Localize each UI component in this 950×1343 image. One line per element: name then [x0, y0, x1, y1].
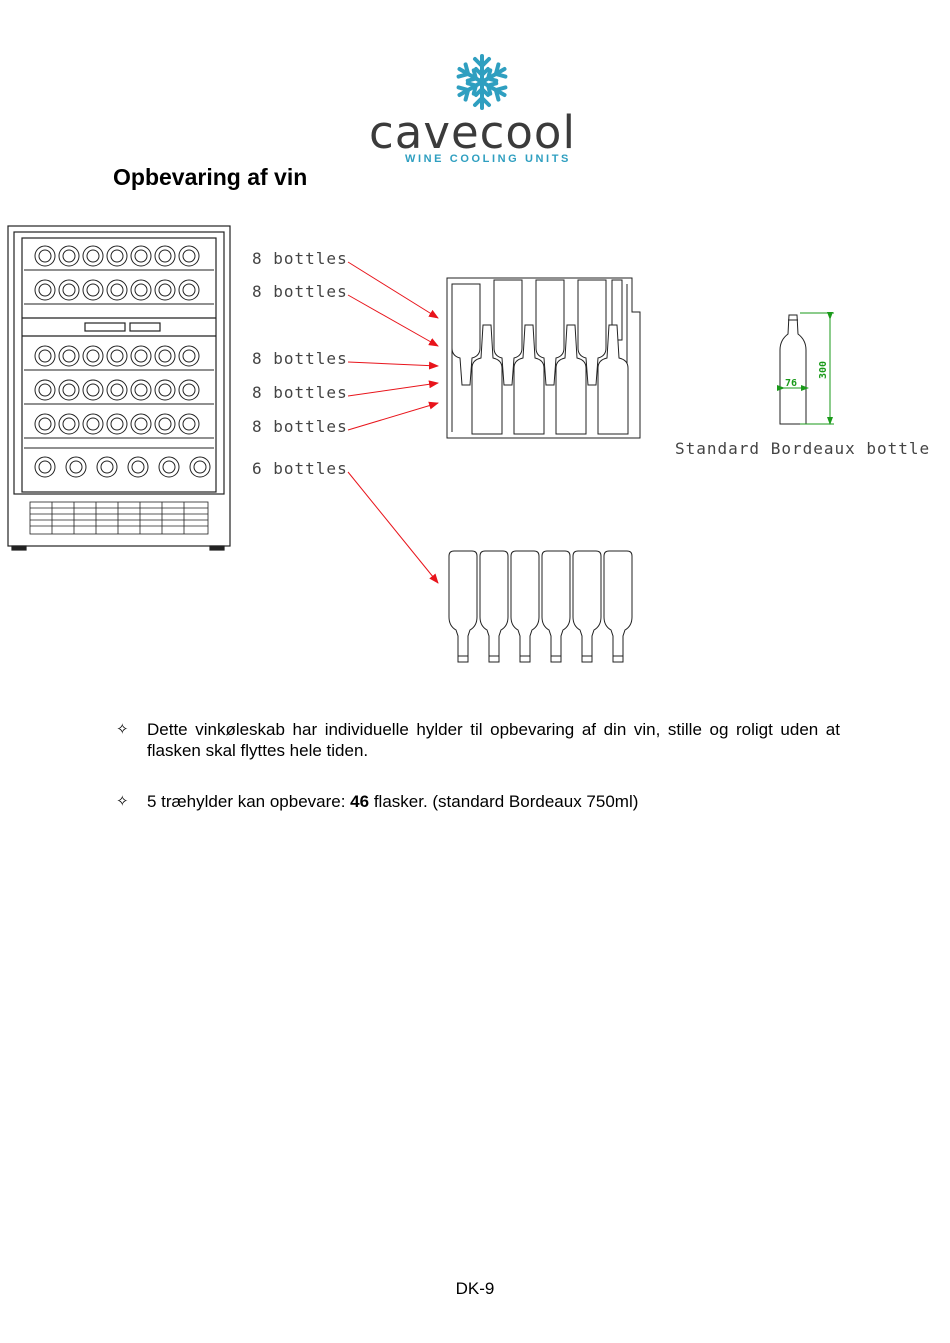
bullet-text: 5 træhylder kan opbevare: 46 flasker. (s… [147, 791, 840, 812]
shelf-detail-8-bottles [446, 277, 641, 439]
bullet-item: ✧ 5 træhylder kan opbevare: 46 flasker. … [116, 791, 840, 812]
shelf-detail-6-bottles [448, 550, 633, 663]
height-dimension: 300 [818, 361, 829, 379]
four-point-star-icon: ✧ [116, 792, 129, 810]
bottle-count: 46 [350, 792, 370, 811]
four-point-star-icon: ✧ [116, 720, 129, 738]
page-number: DK-9 [455, 1279, 495, 1298]
standard-bottle-drawing: 76 300 Standard Bordeaux bottle [675, 312, 930, 458]
logo-tagline: WINE COOLING UNITS [405, 153, 571, 165]
shelf-label: 6 bottles [252, 459, 348, 478]
wine-storage-diagram: 8 bottles 8 bottles 8 bottles 8 bottles … [7, 225, 930, 663]
pointer-arrows [347, 261, 439, 584]
page-title: Opbevaring af vin [113, 164, 308, 190]
shelf-labels: 8 bottles 8 bottles 8 bottles 8 bottles … [252, 249, 348, 478]
bottle-caption: Standard Bordeaux bottle [675, 439, 930, 458]
bullet-text-before: 5 træhylder kan opbevare: [147, 792, 351, 811]
cavecool-logo: cavecool WINE COOLING UNITS [365, 50, 605, 170]
snowflake-icon [456, 54, 508, 110]
shelf-label: 8 bottles [252, 417, 348, 436]
shelf-label: 8 bottles [252, 383, 348, 402]
shelf-label: 8 bottles [252, 282, 348, 301]
width-dimension: 76 [785, 378, 797, 389]
shelf-label: 8 bottles [252, 349, 348, 368]
wine-cabinet-drawing [7, 225, 231, 551]
bullet-text: Dette vinkøleskab har individuelle hylde… [147, 720, 840, 760]
bullet-text-after: flasker. (standard Bordeaux 750ml) [369, 792, 639, 811]
logo-wordmark: cavecool [369, 106, 576, 159]
shelf-label: 8 bottles [252, 249, 348, 268]
bullet-item: ✧ Dette vinkøleskab har individuelle hyl… [116, 719, 840, 761]
